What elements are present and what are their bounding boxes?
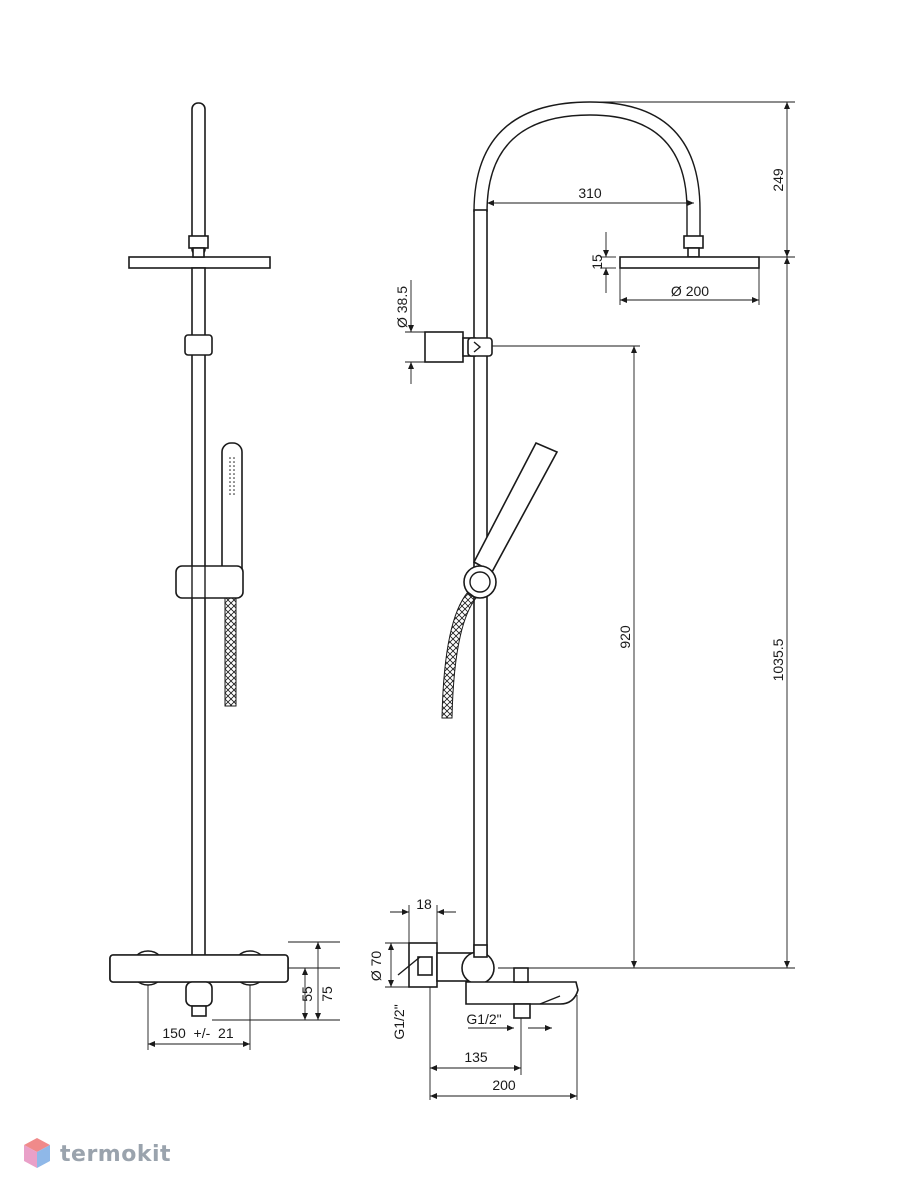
front-shower-head xyxy=(128,256,271,269)
front-mixer-outlet xyxy=(185,981,213,1007)
dim-holder-diameter: Ø 38.5 xyxy=(394,286,410,328)
brand-name: termokit xyxy=(60,1141,172,1167)
front-riser-pipe xyxy=(191,267,206,959)
side-hose xyxy=(441,591,477,719)
dim-mixer-55: 55 xyxy=(299,986,315,1002)
dim-spout-135: 135 xyxy=(464,1049,488,1065)
front-view xyxy=(109,102,340,1050)
dim-centers: 150 +/- 21 xyxy=(162,1025,233,1041)
front-upper-pipe xyxy=(191,102,206,256)
front-upper-holder xyxy=(184,334,213,356)
dim-height-920: 920 xyxy=(617,625,633,649)
front-hose xyxy=(224,597,237,707)
dim-height-1035: 1035.5 xyxy=(770,638,786,681)
front-slide-holder xyxy=(175,565,244,599)
dim-head-thickness: 15 xyxy=(589,254,605,270)
dim-mixer-diameter: Ø 70 xyxy=(368,951,384,982)
front-head-mount xyxy=(192,247,205,258)
dim-inlet-right: G1/2" xyxy=(466,1011,501,1027)
side-shower-head xyxy=(619,256,760,269)
side-slide-holder xyxy=(463,565,497,599)
brand-cube-icon xyxy=(24,1138,50,1168)
dim-mixer-75: 75 xyxy=(319,986,335,1002)
side-bath-spout xyxy=(465,981,579,1005)
dim-spout-200: 200 xyxy=(492,1077,516,1093)
dim-width-310: 310 xyxy=(578,185,602,201)
front-head-connector xyxy=(188,235,209,249)
side-wall-bracket xyxy=(424,331,464,363)
side-arc-pipe xyxy=(473,101,701,213)
dim-height-249: 249 xyxy=(770,168,786,192)
brand-logo: termokit xyxy=(22,1136,171,1172)
side-head-connector xyxy=(683,235,704,249)
side-view xyxy=(385,101,795,1100)
dim-inlet-left: G1/2" xyxy=(391,1004,407,1039)
dim-head-diameter: Ø 200 xyxy=(671,283,709,299)
dim-depth-18: 18 xyxy=(416,896,432,912)
front-spray-face xyxy=(227,455,237,495)
